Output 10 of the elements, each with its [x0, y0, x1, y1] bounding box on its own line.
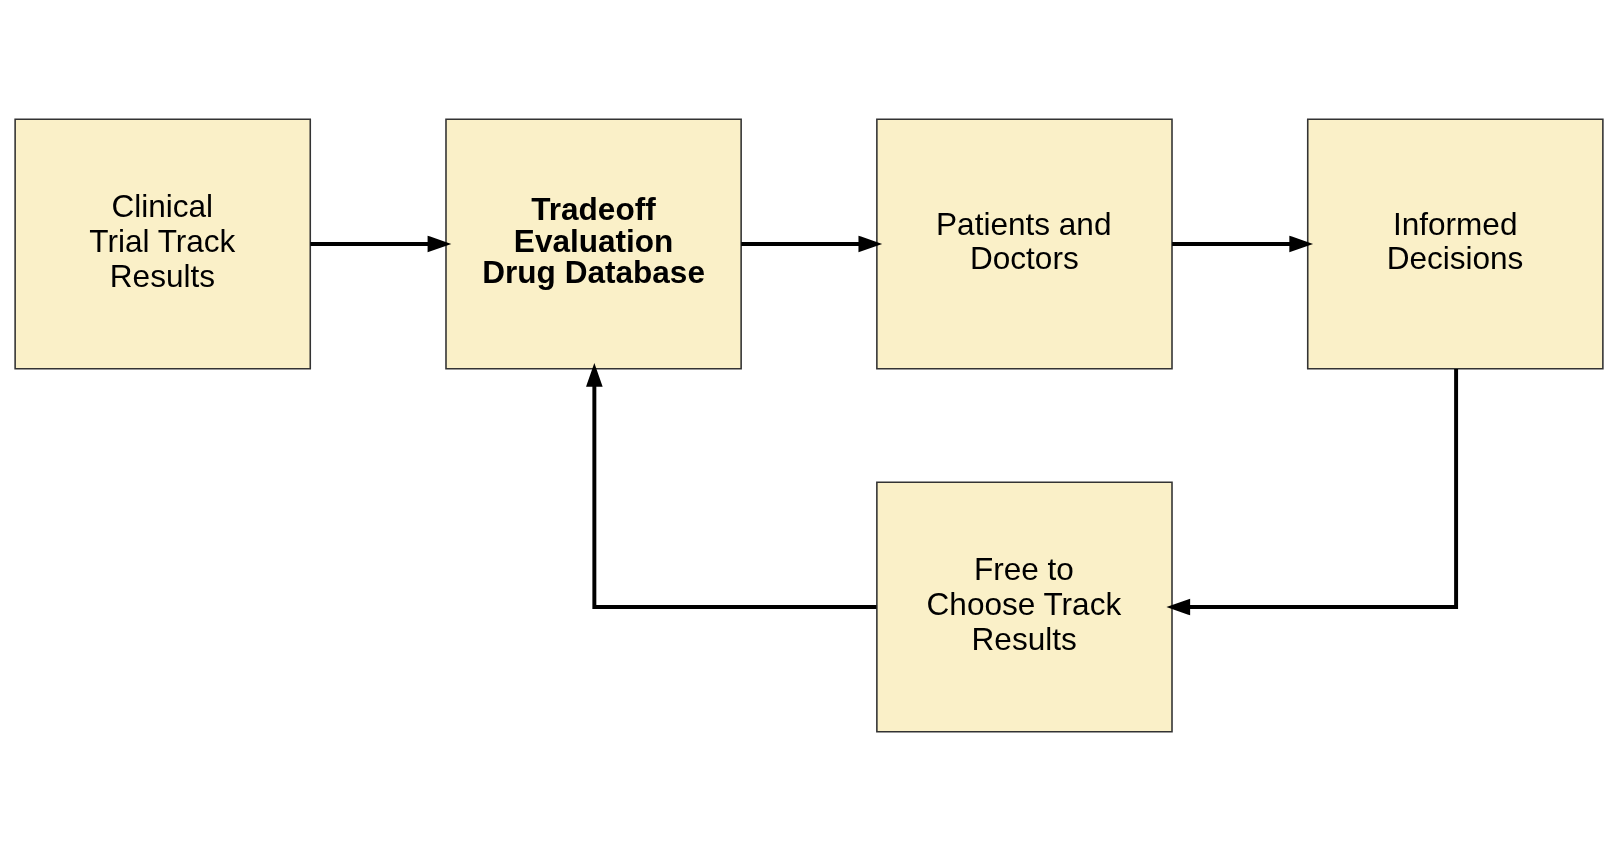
- node-box: Free to Choose Track Results: [876, 481, 1173, 732]
- arrow: [310, 235, 452, 252]
- node-box: Clinical Trial Track Results: [14, 118, 312, 369]
- node-box: Patients and Doctors: [876, 118, 1173, 369]
- arrow: [1172, 235, 1314, 252]
- node-box: Tradeoff Evaluation Drug Database: [445, 118, 742, 369]
- arrow: [586, 362, 877, 609]
- arrow: [1166, 368, 1459, 615]
- node-box: Informed Decisions: [1306, 118, 1604, 369]
- arrow: [741, 235, 883, 252]
